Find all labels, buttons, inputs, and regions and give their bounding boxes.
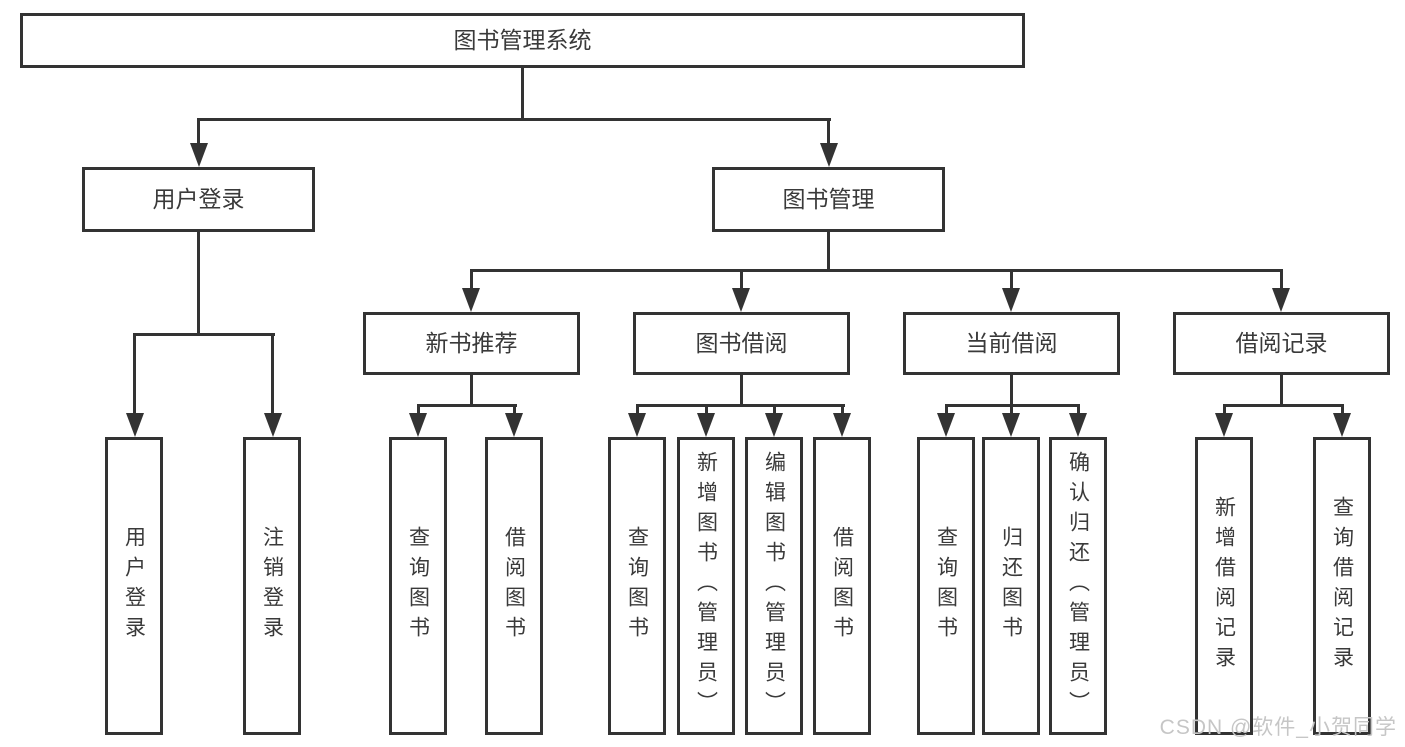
connector-line [470,269,473,291]
leaf-confirm-return-admin-label: 确认归还（管理员） [1066,451,1090,721]
arrowhead-icon [1333,413,1351,437]
connector-line [271,333,274,415]
leaf-borrow-books-recommend-label: 借阅图书 [502,526,526,646]
leaf-add-borrow-record-label: 新增借阅记录 [1212,496,1236,676]
connector-line [133,333,275,336]
node-root-label: 图书管理系统 [453,27,592,53]
arrowhead-icon [833,413,851,437]
node-current-borrowing: 当前借阅 [903,312,1120,375]
leaf-add-books-admin-label: 新增图书（管理员） [694,451,718,721]
leaf-query-books-recommend-label: 查询图书 [406,526,430,646]
connector-line [773,404,776,416]
arrowhead-icon [505,413,523,437]
connector-line [197,118,831,121]
arrowhead-icon [1002,413,1020,437]
connector-line [827,232,830,272]
node-book-management: 图书管理 [712,167,945,232]
leaf-user-login-label: 用户登录 [122,526,146,646]
connector-line [1010,375,1013,407]
leaf-add-books-admin: 新增图书（管理员） [677,437,735,735]
leaf-logout: 注销登录 [243,437,301,735]
connector-line [1010,404,1013,416]
connector-line [1223,404,1226,416]
leaf-user-login: 用户登录 [105,437,163,735]
connector-line [1010,269,1013,291]
arrowhead-icon [820,143,838,167]
connector-line [945,404,948,416]
arrowhead-icon [1002,288,1020,312]
connector-line [470,269,1283,272]
arrowhead-icon [409,413,427,437]
leaf-query-books-borrowing: 查询图书 [608,437,666,735]
leaf-borrow-books-borrowing: 借阅图书 [813,437,871,735]
leaf-confirm-return-admin: 确认归还（管理员） [1049,437,1107,735]
connector-line [740,269,743,291]
arrowhead-icon [264,413,282,437]
connector-line [1223,404,1344,407]
csdn-watermark: CSDN @软件_小贺同学 [1159,716,1397,739]
leaf-query-borrow-record: 查询借阅记录 [1313,437,1371,735]
connector-line [636,404,639,416]
leaf-logout-label: 注销登录 [260,526,284,646]
leaf-return-books: 归还图书 [982,437,1040,735]
connector-line [417,404,517,407]
arrowhead-icon [697,413,715,437]
leaf-edit-books-admin-label: 编辑图书（管理员） [762,451,786,721]
arrowhead-icon [628,413,646,437]
connector-line [513,404,516,416]
arrowhead-icon [126,413,144,437]
connector-line [705,404,708,416]
node-user-login-label: 用户登录 [152,186,245,212]
connector-line [133,333,136,415]
arrowhead-icon [1215,413,1233,437]
connector-line [841,404,844,416]
connector-line [827,118,830,148]
node-borrowing-records-label: 借阅记录 [1235,330,1328,356]
node-root: 图书管理系统 [20,13,1025,68]
node-new-book-recommend-label: 新书推荐 [425,330,518,356]
arrowhead-icon [1272,288,1290,312]
leaf-borrow-books-recommend: 借阅图书 [485,437,543,735]
leaf-query-books-recommend: 查询图书 [389,437,447,735]
node-book-management-label: 图书管理 [782,186,875,212]
arrowhead-icon [732,288,750,312]
node-user-login: 用户登录 [82,167,315,232]
arrowhead-icon [765,413,783,437]
arrowhead-icon [190,143,208,167]
connector-line [197,232,200,335]
node-new-book-recommend: 新书推荐 [363,312,580,375]
connector-line [417,404,420,416]
arrowhead-icon [462,288,480,312]
connector-line [1280,375,1283,407]
leaf-query-books-current-label: 查询图书 [934,526,958,646]
leaf-edit-books-admin: 编辑图书（管理员） [745,437,803,735]
node-book-borrowing-label: 图书借阅 [695,330,788,356]
node-book-borrowing: 图书借阅 [633,312,850,375]
connector-line [740,375,743,407]
leaf-query-books-current: 查询图书 [917,437,975,735]
node-borrowing-records: 借阅记录 [1173,312,1390,375]
leaf-query-borrow-record-label: 查询借阅记录 [1330,496,1354,676]
arrowhead-icon [1069,413,1087,437]
connector-line [1077,404,1080,416]
connector-line [470,375,473,407]
connector-line [1341,404,1344,416]
connector-line [636,404,845,407]
node-current-borrowing-label: 当前借阅 [965,330,1058,356]
leaf-return-books-label: 归还图书 [999,526,1023,646]
leaf-add-borrow-record: 新增借阅记录 [1195,437,1253,735]
leaf-borrow-books-borrowing-label: 借阅图书 [830,526,854,646]
connector-line [521,67,524,121]
leaf-query-books-borrowing-label: 查询图书 [625,526,649,646]
connector-line [197,118,200,148]
connector-line [1280,269,1283,291]
arrowhead-icon [937,413,955,437]
